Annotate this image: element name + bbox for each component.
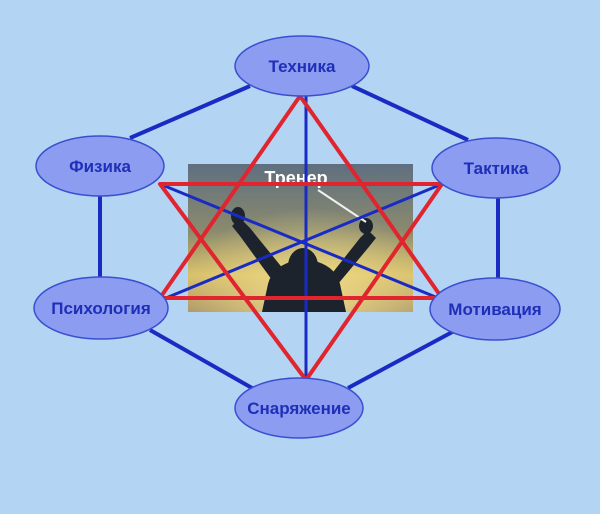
node-snaryazhenie: Снаряжение [234,377,364,439]
conductor-silhouette-icon [231,207,376,312]
hexagon-outline [98,84,500,390]
blue-diagonals [159,96,443,380]
baton-icon [317,189,367,223]
node-psikhologiya: Психология [33,276,169,340]
red-triangle-down [158,182,444,382]
edge-psikhologiya-snaryazhenie [149,328,253,390]
red-triangle-up [158,94,444,300]
node-label: Техника [269,57,336,76]
node-taktika: Тактика [431,137,561,199]
node-label: Физика [69,157,131,176]
edge-tekhnika-fizika [129,84,251,140]
edge-motivatsiya-snaryazhenie [347,328,457,390]
diagonal-fizika-motivatsiya [159,182,439,300]
node-motivatsiya: Мотивация [429,277,561,341]
node-label: Тактика [464,159,529,178]
edge-tekhnika-taktika [351,84,469,142]
node-label: Мотивация [448,300,541,319]
diagonal-psikhologiya-taktika [165,182,443,300]
center-image: Тренер [188,164,413,312]
red-star [158,94,444,382]
node-label: Психология [51,299,151,318]
node-label: Снаряжение [247,399,351,418]
node-fizika: Физика [35,135,165,197]
node-tekhnika: Техника [234,35,370,97]
